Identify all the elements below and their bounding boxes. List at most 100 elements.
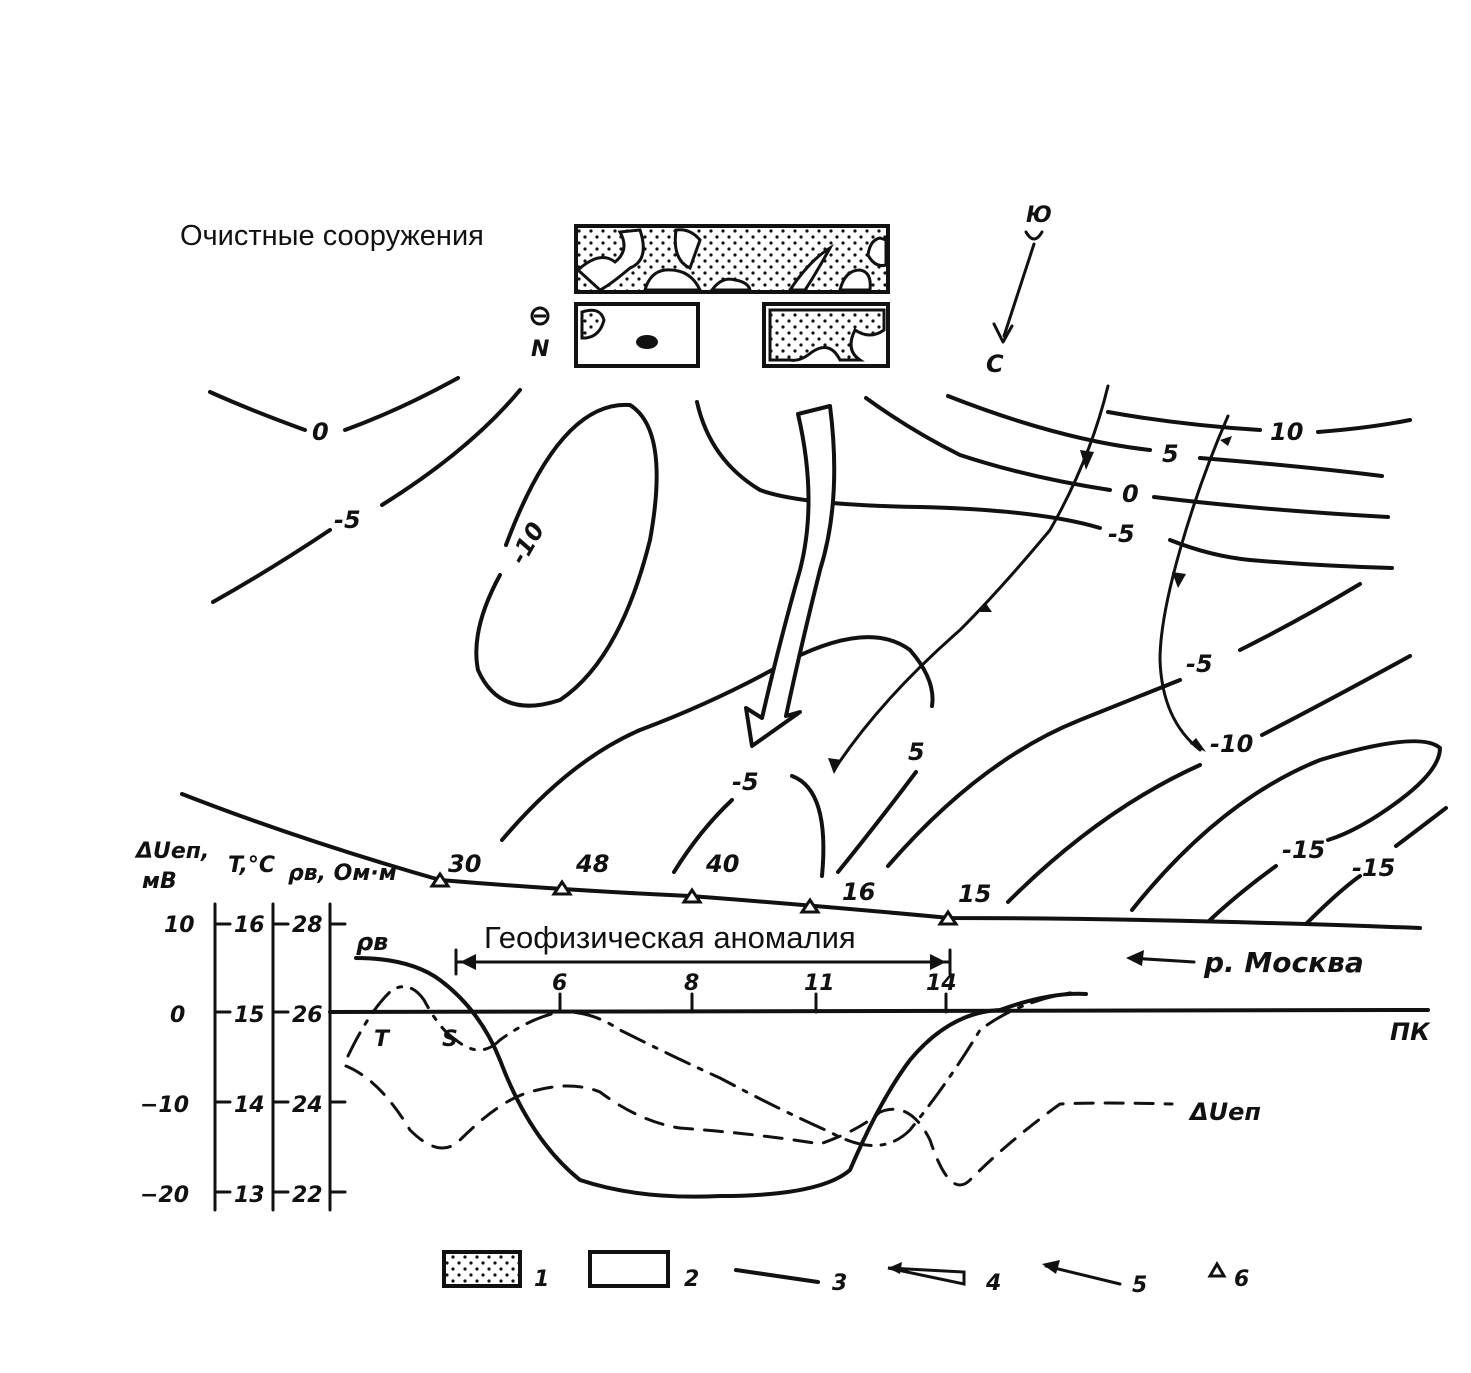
contour-label: -5	[1186, 650, 1213, 678]
resistivity-values: 30 48 40 16 15	[448, 850, 991, 908]
contour-labels: 0 -5 -10 -5 5 -5 10 5 0 -5 -10 -15 -15	[312, 418, 1395, 882]
axis-header-t: T,°C	[228, 853, 275, 878]
legend-hollow-arrow-icon	[887, 1266, 966, 1286]
contour-label: -10	[504, 518, 550, 570]
flow-line-1	[832, 384, 1110, 772]
profile-axes: ΔUеп, мВ T,°C ρв, Ом·м 10 0 −10 −20 16 1…	[134, 839, 1431, 1212]
treatment-plant-title: Очистные сооружения	[180, 220, 484, 252]
contour-label: -5	[1108, 520, 1135, 548]
facility-clearing-5	[787, 243, 835, 292]
rho-curve	[354, 956, 1088, 1199]
du-tick: 0	[170, 1003, 185, 1028]
contour-label: 5	[908, 738, 925, 766]
contour-label: -5	[732, 768, 759, 796]
legend-number: 5	[1132, 1273, 1147, 1298]
resistivity-value: 30	[448, 850, 481, 878]
legend-number: 4	[985, 1271, 1001, 1296]
contour-m20-b	[1394, 806, 1448, 848]
contour-m10-lower-b	[1238, 582, 1362, 652]
compass-shaft	[1002, 242, 1036, 338]
north-symbol: N	[530, 306, 550, 362]
du-tick: 10	[164, 913, 195, 938]
contour-m5-upper	[695, 400, 1102, 530]
north-symbol-label: N	[531, 337, 549, 362]
t-tick: 15	[234, 1003, 265, 1028]
station-triangle-icon	[551, 879, 573, 896]
contour-m5-main	[500, 635, 935, 842]
contour-m15-closed-a	[1130, 739, 1442, 912]
rho-tick: 24	[292, 1093, 323, 1118]
contour-label: 10	[1270, 418, 1303, 446]
contour-m10-closed	[474, 402, 659, 708]
flow-lines	[828, 384, 1232, 774]
legend-swatch-dotted	[442, 1250, 522, 1288]
du-curve	[344, 1064, 1174, 1187]
contour-m15-lower-a	[1006, 763, 1202, 904]
river-arrow-icon	[1126, 950, 1144, 966]
contour-5-lower	[836, 770, 918, 874]
pk-tick: 14	[926, 971, 957, 996]
t-curve-label: T	[374, 1027, 391, 1052]
resistivity-value: 40	[705, 850, 739, 878]
contour-m20-a	[1304, 874, 1362, 926]
contour-label: -10	[1210, 730, 1253, 758]
contour-label: -15	[1282, 836, 1325, 864]
facility-clearing-7	[866, 236, 888, 267]
resistivity-value: 15	[958, 880, 991, 908]
contour-m5-left-b	[380, 388, 522, 507]
facility-clearing-1	[575, 228, 645, 292]
contour-label: 5	[1162, 440, 1179, 468]
rho-curve-label: ρв	[356, 928, 388, 956]
pk-tick: 11	[804, 971, 835, 996]
station-triangle-icon	[429, 871, 451, 888]
measurement-stations	[429, 871, 959, 926]
river-line	[180, 792, 1422, 930]
legend-number: 1	[534, 1267, 549, 1292]
contour-0-left-a	[208, 390, 307, 432]
contour-0-upper	[864, 396, 1112, 492]
rho-tick: 22	[292, 1183, 323, 1208]
t-tick: 16	[234, 913, 265, 938]
axis-header-rho: ρв, Ом·м	[288, 861, 397, 886]
compass-tail-icon	[1024, 230, 1044, 241]
legend-station-triangle-icon	[1207, 1261, 1227, 1278]
compass: Ю С	[986, 203, 1052, 378]
facility-clearing-6	[838, 268, 872, 292]
rho-tick: 28	[292, 913, 323, 938]
axis-header-du: ΔUеп,	[134, 839, 209, 864]
pk-tick: 8	[684, 971, 699, 996]
bracket-left-arrow-icon	[460, 954, 476, 970]
legend-flow-line	[1044, 1264, 1122, 1286]
facility-clearing-4	[709, 277, 752, 292]
contour-m15-lower-b	[1260, 654, 1412, 737]
contour-10-a	[1106, 410, 1262, 432]
hollow-flow-arrow-icon	[744, 404, 837, 748]
legend: 1 2 3 4 5 6	[442, 1250, 1249, 1298]
legend-flow-arrow-icon	[1042, 1260, 1060, 1274]
contour-lines	[208, 376, 1448, 926]
du-tick: −20	[140, 1183, 189, 1208]
contour-m5-left-a	[211, 528, 332, 604]
contour-m10-lower-a	[886, 678, 1182, 868]
facility-dotted-area	[768, 308, 886, 362]
s-curve-label: S	[442, 1027, 458, 1052]
t-tick: 14	[234, 1093, 265, 1118]
contour-5-upper	[946, 394, 1152, 452]
resistivity-value: 48	[575, 850, 609, 878]
profile-curves: ρв T S ΔUеп	[344, 928, 1261, 1199]
north-circle-icon	[530, 306, 550, 326]
anomaly-label: Геофизическая аномалия	[484, 920, 856, 955]
contour-label: -15	[1352, 854, 1395, 882]
compass-arrow-icon	[992, 322, 1014, 344]
contour-m5-lower-b	[790, 774, 826, 878]
facility-clearing-2	[643, 268, 703, 292]
legend-number: 2	[684, 1267, 699, 1292]
temperature-curve	[346, 985, 1078, 1147]
pk-axis	[328, 1008, 1430, 1014]
station-triangle-icon	[799, 897, 821, 914]
contour-m5-upper-b	[1168, 538, 1394, 570]
anomaly-bracket	[454, 948, 952, 976]
legend-number: 3	[832, 1271, 847, 1296]
